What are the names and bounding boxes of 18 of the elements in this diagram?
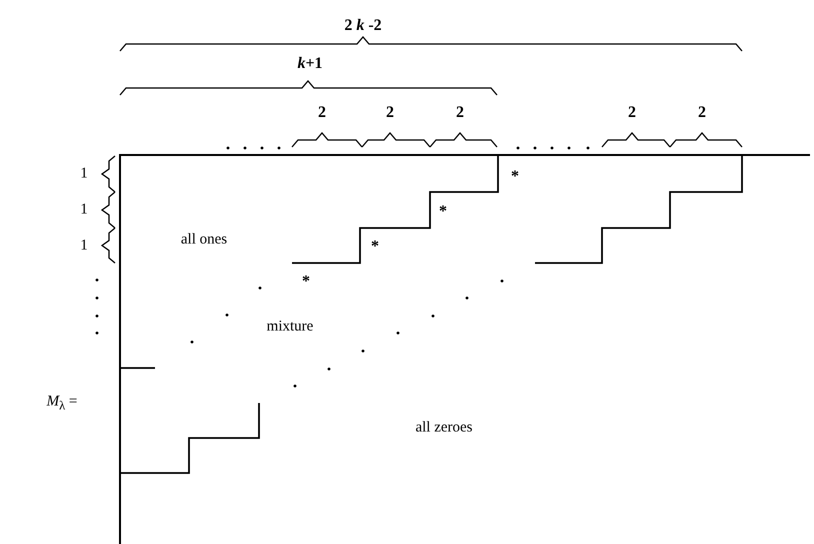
asterisk-mark: * (511, 169, 519, 185)
row-count-label: 1 (80, 238, 88, 254)
dimension-label: 2 (628, 105, 636, 121)
asterisk-mark: * (302, 274, 310, 290)
region-label: mixture (266, 320, 314, 334)
row-count-label: 1 (80, 202, 88, 218)
row-count-label: 1 (80, 166, 88, 182)
dimension-label: 2 k -2 (344, 18, 382, 34)
region-label: all zeroes (415, 420, 473, 436)
dimension-label: 2 (698, 105, 706, 121)
dimension-label: 2 (318, 105, 326, 121)
dimension-label: k+1 (297, 56, 323, 72)
dimension-label: 2 (456, 105, 464, 121)
region-label: all ones (180, 232, 228, 248)
dimension-label: 2 (386, 105, 394, 121)
matrix-name: M$_{λ}$ = (46, 394, 78, 412)
asterisk-mark: * (371, 239, 379, 255)
asterisk-mark: * (439, 204, 447, 220)
